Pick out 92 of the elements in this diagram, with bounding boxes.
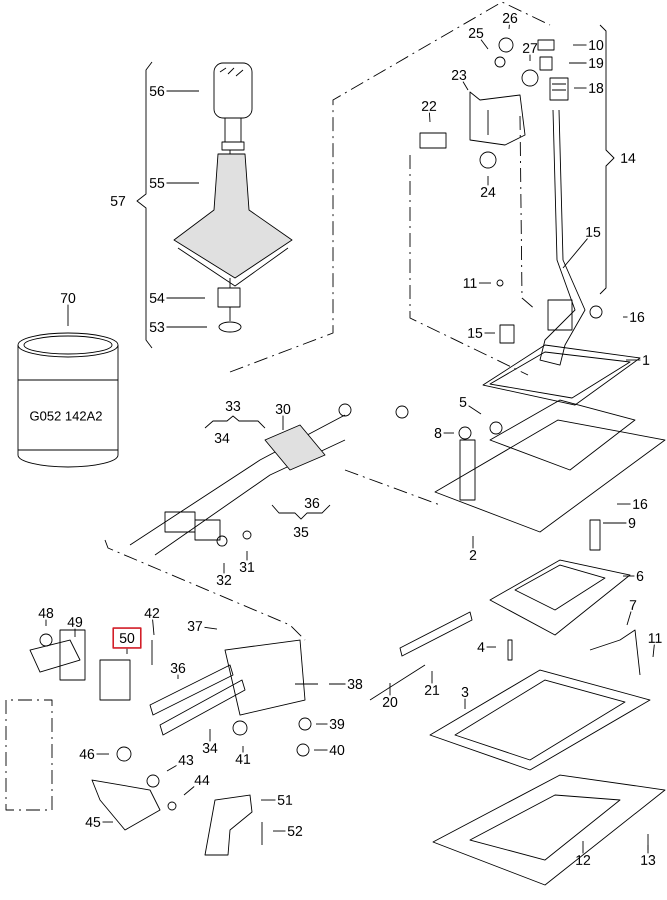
- leader-line: [464, 698, 466, 710]
- callout-number: 40: [330, 745, 344, 755]
- leader-line: [166, 326, 208, 328]
- callout-number: 46: [80, 749, 94, 759]
- leader-line: [652, 644, 655, 658]
- callout-number: 43: [178, 755, 194, 765]
- leader-line: [478, 282, 492, 284]
- callout-number: 24: [480, 187, 496, 197]
- leader-line: [166, 90, 200, 92]
- callout-number: 10: [589, 40, 604, 50]
- leader-line: [480, 39, 488, 50]
- callout-number: 53: [150, 322, 164, 332]
- callout-number: 38: [348, 679, 362, 689]
- callout-number: 22: [422, 101, 436, 111]
- callout-number: 20: [382, 697, 398, 707]
- callout-number: 14: [621, 153, 636, 163]
- callout-number: 37: [188, 621, 202, 631]
- leader-line: [166, 182, 200, 184]
- leader-line: [204, 626, 218, 630]
- callout-number: 31: [240, 562, 254, 572]
- callout-number: 7: [630, 600, 636, 610]
- callout-number: 9: [628, 518, 636, 528]
- leader-line: [74, 628, 76, 638]
- leader-line: [562, 238, 588, 268]
- leader-line: [152, 619, 154, 636]
- callout-number: 56: [150, 86, 164, 96]
- callout-number: 33: [226, 401, 240, 411]
- callout-number: 1: [643, 355, 650, 365]
- callout-number: 15: [468, 328, 482, 338]
- callout-number: 13: [641, 855, 656, 865]
- callout-number: 54: [150, 293, 164, 303]
- leader-line: [484, 332, 496, 334]
- leader-line: [582, 840, 584, 854]
- callout-number: 51: [278, 795, 292, 805]
- leader-line: [462, 81, 468, 90]
- callout-number: 6: [636, 571, 644, 581]
- leader-line: [246, 550, 248, 561]
- callout-number: 30: [276, 404, 290, 414]
- callout-number: 3: [462, 687, 468, 697]
- leader-line: [508, 24, 510, 30]
- callout-number: 16: [633, 499, 648, 509]
- callout-number: 8: [434, 428, 442, 438]
- leader-line: [443, 432, 454, 434]
- part-number: G052 142A2: [30, 411, 102, 421]
- callout-number: 34: [214, 433, 230, 443]
- leader-line: [602, 522, 627, 524]
- callout-number: 27: [522, 43, 538, 53]
- leader-line: [486, 646, 496, 648]
- leader-line: [242, 746, 244, 753]
- leader-line: [166, 765, 177, 772]
- callout-number: 41: [236, 754, 250, 764]
- callout-number: 52: [288, 826, 302, 836]
- callout-number: 2: [470, 550, 476, 560]
- callout-number: 36: [170, 663, 186, 673]
- callout-number: 23: [452, 70, 466, 80]
- callout-number: 34: [202, 743, 218, 753]
- callout-number: 11: [648, 633, 662, 643]
- callout-number: 36: [304, 498, 320, 508]
- callout-number: 15: [586, 227, 600, 237]
- callout-number: 25: [468, 28, 484, 38]
- callout-number: 32: [216, 575, 232, 585]
- callout-number: 4: [477, 642, 484, 652]
- leader-line: [282, 415, 284, 430]
- callout-number: 57: [110, 196, 126, 206]
- leader-line: [184, 786, 195, 796]
- callout-number: 16: [630, 312, 644, 322]
- leader-line: [626, 611, 632, 626]
- callout-number: 12: [576, 855, 590, 865]
- callout-number: 26: [502, 13, 518, 23]
- leader-line: [428, 112, 430, 122]
- leader-line: [622, 316, 628, 318]
- callout-number: 21: [424, 685, 440, 695]
- leader-line: [572, 44, 587, 46]
- highlight-box: 50: [112, 627, 142, 649]
- leader-line: [468, 405, 482, 414]
- callout-number: 49: [68, 617, 82, 627]
- callout-number: 35: [294, 527, 308, 537]
- leader-line: [568, 62, 587, 64]
- callout-number: 19: [589, 58, 604, 68]
- callout-number: 45: [86, 817, 100, 827]
- callout-number: 39: [330, 719, 344, 729]
- callout-number: 70: [60, 293, 76, 303]
- callout-number: 18: [589, 83, 604, 93]
- callout-number: 42: [144, 608, 160, 618]
- callout-number: 44: [194, 775, 210, 785]
- callout-number: 55: [150, 178, 164, 188]
- leader-line: [126, 648, 128, 654]
- callout-number: 48: [38, 608, 54, 618]
- callout-number: 5: [460, 397, 466, 407]
- leader-line: [472, 536, 474, 549]
- callout-number: 11: [464, 278, 477, 288]
- leader-line: [272, 830, 286, 832]
